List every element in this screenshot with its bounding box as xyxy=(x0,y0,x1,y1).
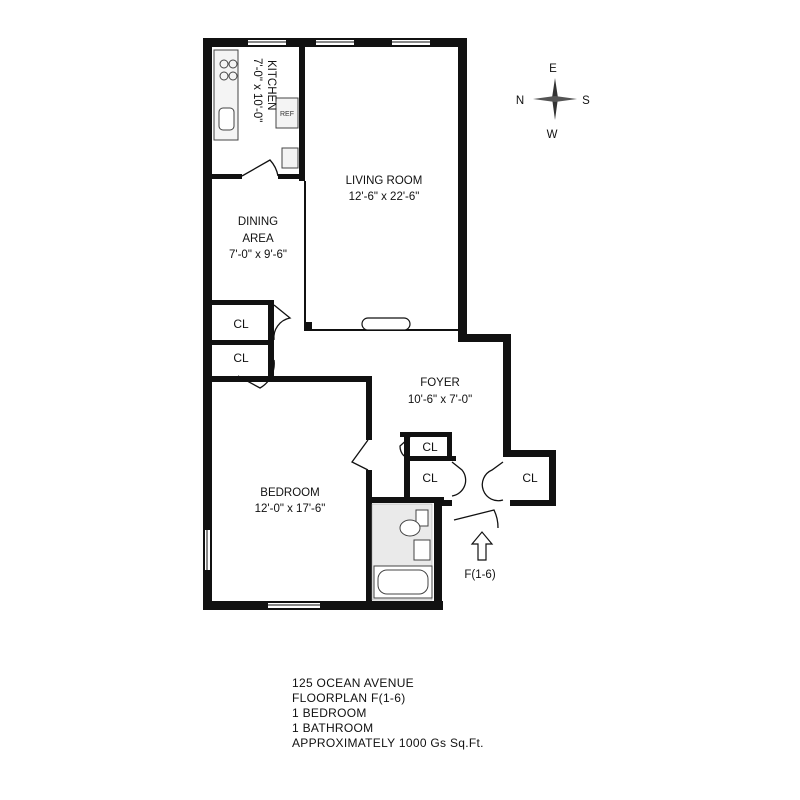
compass-icon: E N S W xyxy=(516,63,590,141)
closet-label-1: CL xyxy=(233,317,249,331)
kitchen-fixtures: REF xyxy=(213,49,299,169)
closet-label-5: CL xyxy=(522,471,538,485)
dining-name-2: AREA xyxy=(242,233,274,245)
compass-s: S xyxy=(582,95,590,107)
bathroom-fixtures xyxy=(371,503,433,601)
plan-info: 125 OCEAN AVENUE FLOORPLAN F(1-6) 1 BEDR… xyxy=(292,676,484,751)
foyer-name: FOYER xyxy=(420,377,460,389)
radiator-icon xyxy=(361,317,411,331)
living-room-dims: 12'-6" x 22'-6" xyxy=(349,191,420,203)
compass-e: E xyxy=(549,63,557,75)
kitchen-dims: 7'-0" x 10'-0" xyxy=(251,58,263,122)
fridge-label: REF xyxy=(280,111,294,118)
compass-w: W xyxy=(547,129,558,141)
bathroom-count: 1 BATHROOM xyxy=(292,721,374,735)
closet-label-3: CL xyxy=(422,440,438,454)
kitchen-label: KITCHEN 7'-0" x 10'-0" xyxy=(251,58,277,122)
bedroom-count: 1 BEDROOM xyxy=(292,706,367,720)
closet-label-2: CL xyxy=(233,351,249,365)
dining-dims: 7'-0" x 9'-6" xyxy=(229,249,287,261)
doors xyxy=(237,159,504,529)
dining-name-1: DINING xyxy=(238,216,278,228)
windows xyxy=(205,40,430,608)
address: 125 OCEAN AVENUE xyxy=(292,676,414,690)
floorplan-id: FLOORPLAN F(1-6) xyxy=(292,691,406,705)
kitchen-name: KITCHEN xyxy=(265,60,277,110)
entry-label: F(1-6) xyxy=(464,569,495,581)
interior-walls xyxy=(212,45,460,601)
compass-n: N xyxy=(516,95,524,107)
living-room-name: LIVING ROOM xyxy=(346,175,423,187)
foyer-dims: 10'-6" x 7'-0" xyxy=(408,394,472,406)
square-footage: APPROXIMATELY 1000 Gs Sq.Ft. xyxy=(292,736,484,750)
bedroom-name: BEDROOM xyxy=(260,487,319,499)
bedroom-dims: 12'-0" x 17'-6" xyxy=(255,503,326,515)
entry-arrow-icon xyxy=(470,531,494,561)
closet-label-4: CL xyxy=(422,471,438,485)
